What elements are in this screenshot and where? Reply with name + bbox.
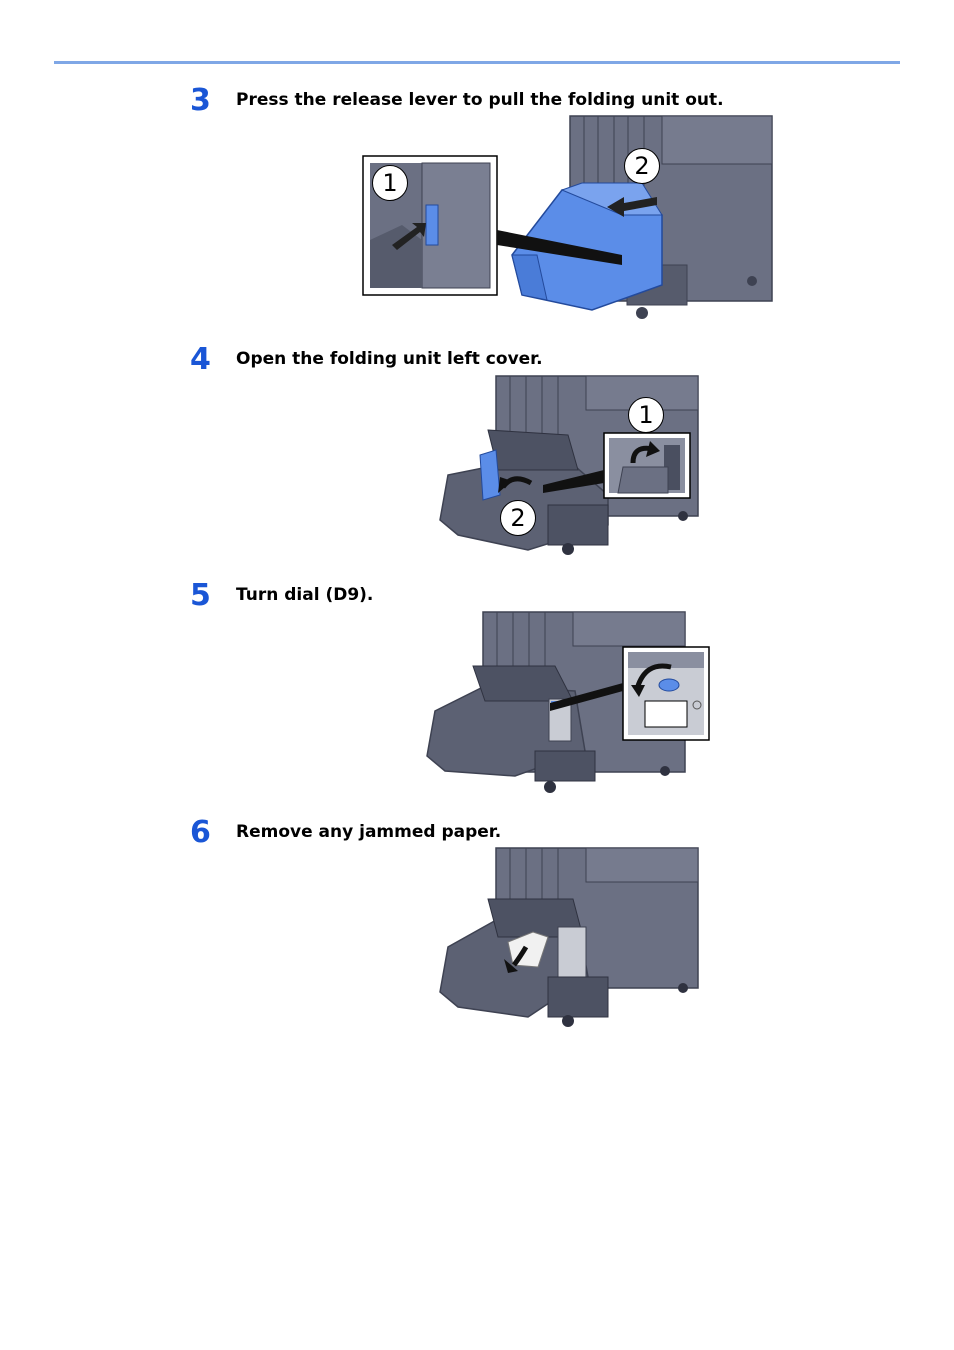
step-number: 5 xyxy=(190,578,211,613)
step-instruction: Remove any jammed paper. xyxy=(236,822,502,842)
illustration-turn-dial xyxy=(425,611,713,795)
illustration-pull-folding-unit xyxy=(362,115,774,321)
illustration-remove-jammed-paper xyxy=(438,847,700,1029)
callout-2: 2 xyxy=(500,500,536,536)
step-instruction: Press the release lever to pull the fold… xyxy=(236,90,724,110)
step-number: 6 xyxy=(190,815,211,850)
step-instruction: Open the folding unit left cover. xyxy=(236,349,543,369)
step-instruction: Turn dial (D9). xyxy=(236,585,374,605)
header-rule xyxy=(54,61,900,64)
illustration-open-left-cover xyxy=(438,375,700,557)
callout-2: 2 xyxy=(624,148,660,184)
callout-1: 1 xyxy=(372,165,408,201)
callout-1: 1 xyxy=(628,397,664,433)
step-number: 4 xyxy=(190,342,211,377)
step-number: 3 xyxy=(190,83,211,118)
